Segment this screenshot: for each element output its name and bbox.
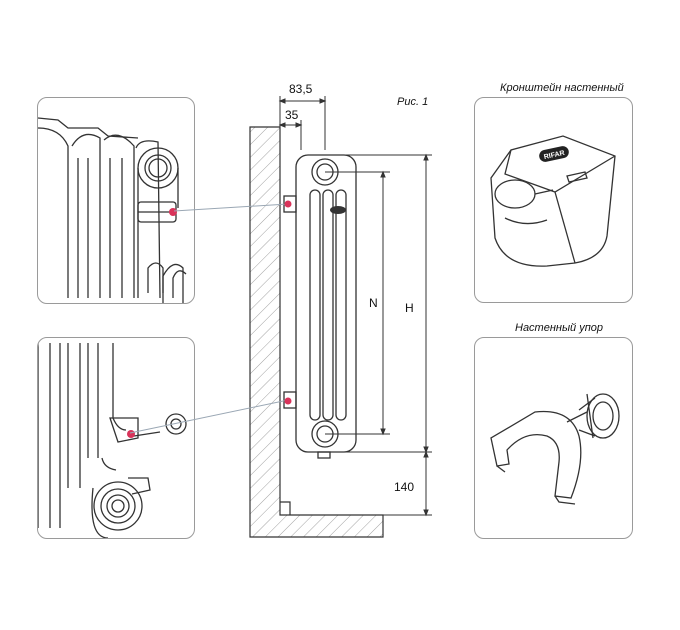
radiator-front	[283, 154, 357, 459]
dim-h-label: H	[405, 301, 414, 315]
radiator-brand-badge	[330, 206, 346, 214]
floor-clearance-dimension	[383, 450, 432, 517]
h-dimension	[340, 153, 432, 454]
floor-line	[280, 501, 291, 515]
bottom-stop-detail-drawing	[38, 343, 187, 538]
bottom-stop-marker	[284, 397, 292, 405]
stop-panel-title: Настенный упор	[515, 322, 604, 334]
wall-bracket-drawing: RIFAR	[490, 135, 616, 267]
top-dimensions	[278, 96, 327, 150]
wall-stop-drawing	[490, 393, 620, 505]
dim-n-label: N	[369, 296, 378, 310]
wall-stop-panel	[474, 337, 633, 539]
dim-depth-label: 83,5	[289, 82, 313, 96]
top-bracket-detail-drawing	[38, 117, 187, 303]
dim-offset-label: 35	[285, 108, 299, 122]
bottom-pointer-line	[129, 399, 289, 434]
bracket-panel-title: Кронштейн настенный	[500, 82, 624, 94]
top-bracket-marker	[284, 200, 292, 208]
wall-section	[249, 126, 384, 538]
brand-badge: RIFAR	[543, 150, 565, 161]
top-bracket-detail-panel	[37, 97, 195, 304]
figure-caption: Рис. 1	[397, 96, 429, 108]
wall-bracket-panel: RIFAR	[474, 97, 633, 303]
bottom-stop-detail-panel	[37, 337, 195, 539]
n-dimension	[325, 170, 390, 436]
top-pointer-line	[173, 203, 289, 212]
dim-floor-label: 140	[394, 480, 415, 494]
